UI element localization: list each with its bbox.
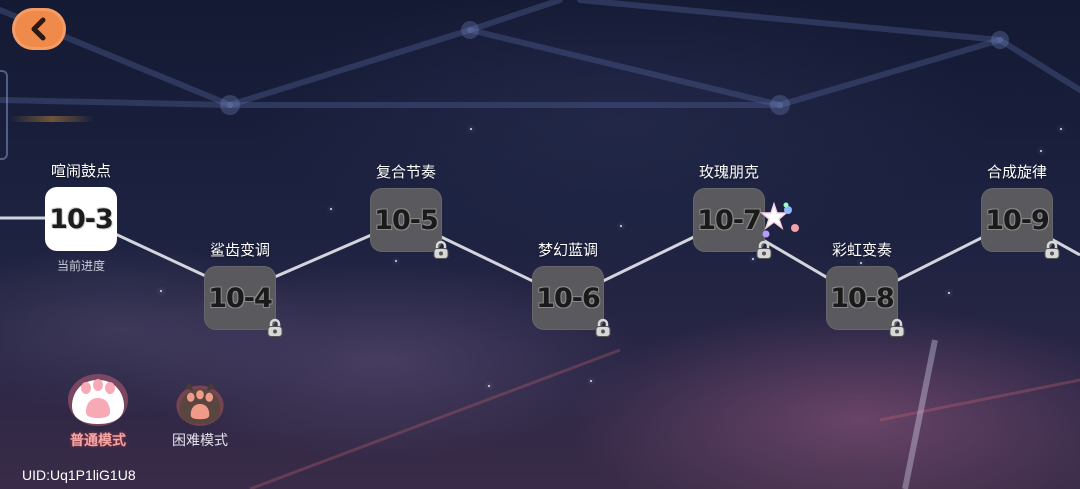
- lock-icon: [595, 318, 611, 337]
- side-panel-tab[interactable]: [0, 70, 8, 160]
- normal-mode-label: 普通模式: [70, 433, 126, 449]
- lock-icon: [889, 318, 905, 337]
- level-name: 复合节奏: [375, 163, 436, 181]
- lock-icon: [756, 240, 772, 259]
- level-node-10-4[interactable]: 鲨齿变调 10-4: [204, 241, 283, 337]
- level-code: 10-4: [204, 266, 276, 330]
- chevron-left-icon: [31, 17, 46, 41]
- level-node-10-7[interactable]: 玫瑰朋克 10-7: [693, 163, 772, 259]
- level-code: 10-5: [370, 188, 442, 252]
- level-code: 10-8: [826, 266, 898, 330]
- level-name: 梦幻蓝调: [537, 241, 598, 259]
- level-code: 10-3: [45, 187, 117, 251]
- level-code: 10-7: [693, 188, 765, 252]
- side-glow: [10, 116, 94, 122]
- lock-icon: [433, 240, 449, 259]
- level-name: 彩虹变奏: [831, 241, 892, 259]
- level-code: 10-9: [981, 188, 1053, 252]
- lock-icon: [1044, 240, 1060, 259]
- level-node-10-8[interactable]: 彩虹变奏 10-8: [826, 241, 905, 337]
- hard-mode-label: 困难模式: [172, 433, 228, 449]
- back-button[interactable]: [12, 8, 66, 50]
- normal-mode-button[interactable]: 普通模式: [58, 372, 138, 450]
- level-node-10-3[interactable]: 喧闹鼓点 10-3 当前进度: [45, 162, 117, 273]
- user-id-label: UID:Uq1P1liG1U8: [22, 467, 136, 483]
- sparkle-effect-icon: [760, 202, 799, 238]
- level-node-10-5[interactable]: 复合节奏 10-5: [370, 163, 449, 259]
- current-progress-label: 当前进度: [56, 259, 105, 273]
- level-code: 10-6: [532, 266, 604, 330]
- level-name: 鲨齿变调: [209, 241, 270, 259]
- lock-icon: [267, 318, 283, 337]
- level-name: 喧闹鼓点: [50, 162, 111, 180]
- level-name: 玫瑰朋克: [698, 163, 759, 181]
- paw-white-icon: [68, 374, 128, 426]
- level-name: 合成旋律: [986, 163, 1047, 181]
- level-node-10-9[interactable]: 合成旋律 10-9: [981, 163, 1060, 259]
- hard-mode-button[interactable]: 困难模式: [160, 380, 240, 450]
- level-node-10-6[interactable]: 梦幻蓝调 10-6: [532, 241, 611, 337]
- paw-brown-icon: [176, 382, 224, 426]
